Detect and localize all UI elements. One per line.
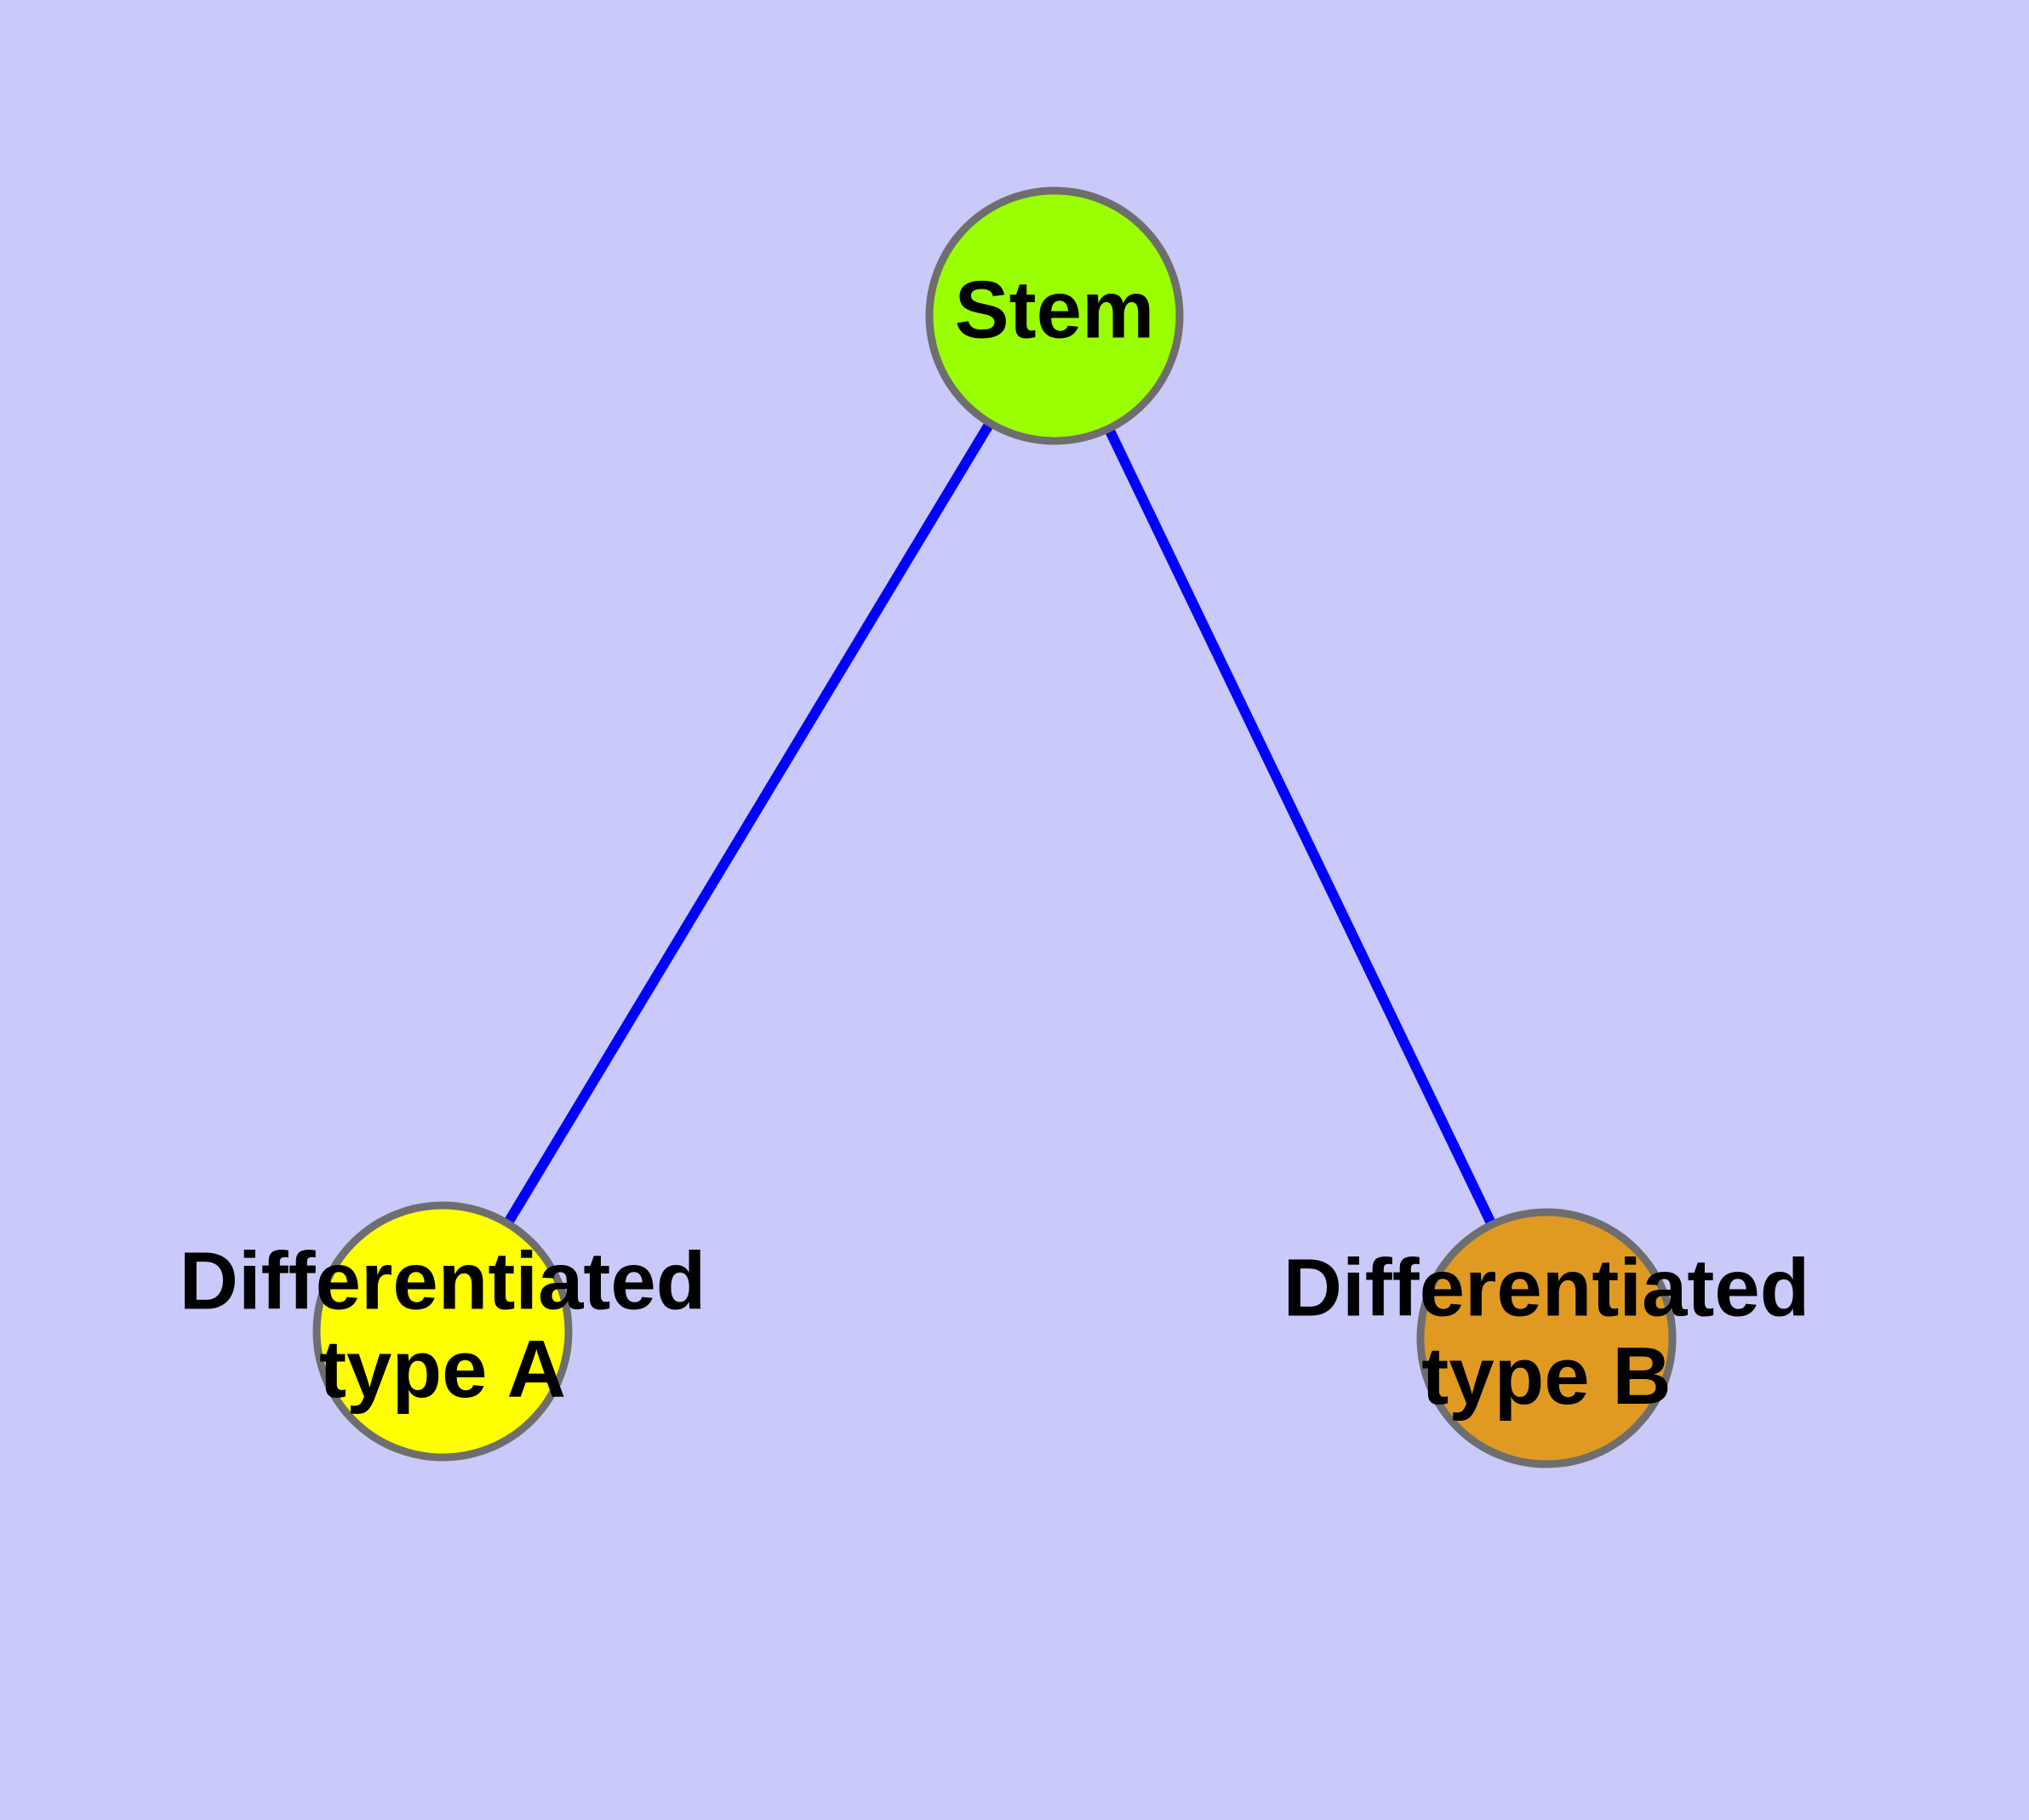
node-label-diff-a: Differentiated bbox=[180, 1236, 706, 1327]
node-circle-diff-a[interactable] bbox=[312, 1201, 573, 1462]
edge-stem-to-diff-b bbox=[1102, 423, 1498, 1230]
edge-stem-to-diff-a bbox=[501, 417, 997, 1229]
node-label-diff-b: Differentiated bbox=[1283, 1243, 1810, 1334]
node-circle-diff-b[interactable] bbox=[1416, 1208, 1677, 1468]
node-circle-stem[interactable] bbox=[925, 186, 1184, 445]
edges-layer bbox=[501, 417, 1498, 1230]
node-label-stem: Stem bbox=[955, 264, 1155, 355]
node-label-diff-b: type B bbox=[1421, 1331, 1671, 1422]
node-stem[interactable]: Stem bbox=[925, 186, 1184, 445]
node-label-diff-a: type A bbox=[319, 1324, 566, 1415]
